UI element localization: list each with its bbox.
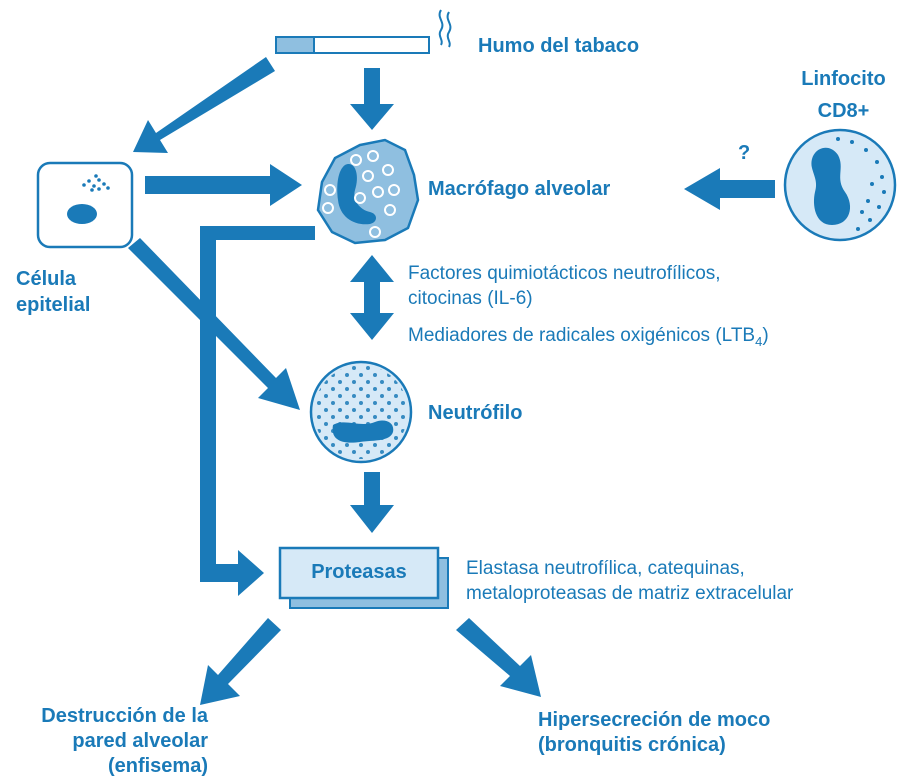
question-mark-label: ? <box>738 142 751 164</box>
proteases-box <box>278 546 449 609</box>
arrow-to-emphysema <box>200 618 281 705</box>
arrow-smoke-to-epithelial <box>133 57 275 153</box>
neutrophil-label: Neutrófilo <box>428 402 523 424</box>
neutrophil-icon <box>309 360 413 464</box>
tobacco-smoke-label: Humo del tabaco <box>478 35 640 57</box>
arrow-neutrophil-to-proteases <box>350 472 394 533</box>
lymphocyte-icon <box>783 128 897 242</box>
arrow-smoke-to-macrophage <box>350 68 394 130</box>
arrow-lymphocyte-to-macrophage <box>684 168 775 210</box>
emphysema-line3: (enfisema) <box>107 755 208 777</box>
arrow-to-hypersecretion <box>456 618 541 697</box>
hypersecretion-line1: Hipersecreción de moco <box>538 709 771 731</box>
chemotactic-factors-line2: citocinas (IL-6) <box>408 288 533 309</box>
macrophage-icon <box>316 138 420 245</box>
lymphocyte-label-line2: CD8+ <box>817 100 870 122</box>
arrow-epithelial-to-macrophage <box>145 164 302 206</box>
emphysema-line1: Destrucción de la <box>41 705 208 727</box>
arrow-macrophage-to-proteases <box>200 226 315 596</box>
macrophage-label: Macrófago alveolar <box>428 178 611 200</box>
proteases-desc-line2: metaloproteasas de matriz extracelular <box>466 583 794 604</box>
lymphocyte-label-line1: Linfocito <box>801 68 886 90</box>
emphysema-line2: pared alveolar <box>72 730 208 752</box>
hypersecretion-line2: (bronquitis crónica) <box>538 734 726 756</box>
mediators-label: Mediadores de radicales oxigénicos (LTB4… <box>408 325 769 349</box>
chemotactic-factors-line1: Factores quimiotácticos neutrofílicos, <box>408 263 721 284</box>
epithelial-cell-icon <box>36 161 134 249</box>
proteases-label: Proteasas <box>311 561 407 583</box>
epithelial-label-line1: Célula <box>16 268 77 290</box>
proteases-desc-line1: Elastasa neutrofílica, catequinas, <box>466 558 745 579</box>
epithelial-label-line2: epitelial <box>16 294 91 316</box>
arrow-macrophage-neutrophil <box>350 255 394 340</box>
cigarette-icon <box>275 9 452 54</box>
